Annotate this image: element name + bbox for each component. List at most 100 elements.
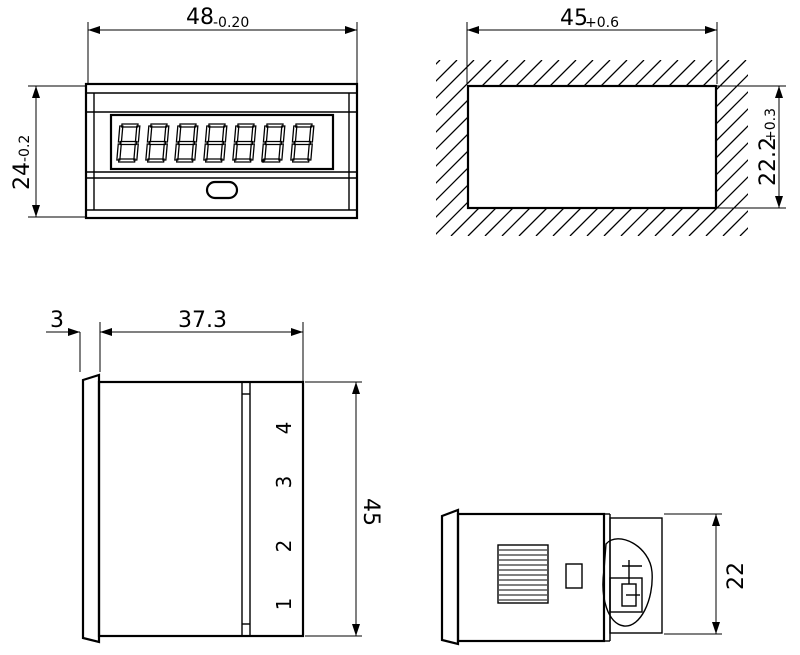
digit-segment <box>221 125 228 143</box>
digit-segment <box>121 123 139 128</box>
arrow-down <box>32 205 40 217</box>
digit-segment <box>174 143 180 161</box>
digit-segment <box>220 143 226 161</box>
arrow-down <box>712 622 720 634</box>
digit-segment <box>150 123 168 128</box>
arrow-down <box>352 624 360 636</box>
hatch-line <box>705 60 748 236</box>
digit-segment <box>208 123 226 128</box>
arrow-down <box>775 196 783 208</box>
terminal-label: 1 <box>272 598 296 611</box>
screw-clamp <box>609 577 643 613</box>
cutout-view: 45 +0.6 22.2 +0.3 <box>436 6 786 236</box>
digit-segment <box>191 143 197 161</box>
digit-segment <box>177 140 196 146</box>
indicator-window <box>565 563 583 589</box>
digit-segment <box>233 125 240 143</box>
display-digit <box>203 123 228 163</box>
side-view: 3 37.3 4 3 2 1 45 <box>46 308 383 644</box>
digit-segment <box>175 158 194 163</box>
digit-segment <box>291 125 298 143</box>
front-width-tolerance: -0.20 <box>213 15 249 31</box>
arrow-left <box>467 26 479 34</box>
digit-segment <box>148 140 167 146</box>
digit-segment <box>307 143 313 161</box>
display-digit <box>261 123 286 163</box>
panel-cutout <box>466 84 718 210</box>
digit-segment <box>163 125 170 143</box>
terminal-label: 2 <box>272 540 296 553</box>
digit-segment <box>145 143 151 161</box>
digit-segment <box>232 143 238 161</box>
digit-segment <box>279 125 286 143</box>
digit-segment <box>266 123 284 128</box>
digit-segment <box>293 140 312 146</box>
digit-segment <box>119 140 138 146</box>
arrow-right <box>705 26 717 34</box>
bezel <box>81 373 101 644</box>
terminal-block <box>609 517 663 634</box>
side-height-value: 45 <box>358 498 383 526</box>
hatch-line <box>436 60 475 236</box>
arrow-up <box>32 86 40 98</box>
digit-segment <box>295 123 313 128</box>
bezel-thickness-value: 3 <box>50 308 64 333</box>
digit-segment <box>250 125 257 143</box>
decimal-point <box>261 159 265 163</box>
side-housing <box>97 380 305 638</box>
digit-segment <box>117 125 124 143</box>
display-digit <box>116 123 141 163</box>
digit-segment <box>262 158 281 163</box>
display-digit <box>145 123 170 163</box>
arrow-up <box>352 382 360 394</box>
digit-segment <box>116 143 122 161</box>
display-digit <box>290 123 315 163</box>
digit-segment <box>291 158 310 163</box>
digit-segment <box>175 125 182 143</box>
front-height-value: 24 <box>10 162 35 190</box>
terminal-label: 3 <box>272 476 296 489</box>
top-view: 22 <box>440 508 749 646</box>
digit-segment <box>179 123 197 128</box>
display-digit <box>174 123 199 163</box>
front-width-value: 48 <box>186 5 214 30</box>
cutout-width-value: 45 <box>560 6 588 31</box>
grille-lines <box>499 549 547 601</box>
front-view: 48 -0.20 24 -0.2 <box>10 5 359 220</box>
digit-segment <box>235 140 254 146</box>
hatch-line <box>688 60 748 236</box>
depth-value: 37.3 <box>178 308 227 333</box>
digit-segment <box>204 158 223 163</box>
top-height-value: 22 <box>724 562 749 590</box>
digit-segment <box>233 158 252 163</box>
digit-segment <box>308 125 315 143</box>
digit-segment <box>262 125 269 143</box>
cutout-width-tolerance: +0.6 <box>585 15 619 31</box>
arrow-left <box>88 26 100 34</box>
digit-segment <box>134 125 141 143</box>
digit-segment <box>133 143 139 161</box>
front-height-tolerance: -0.2 <box>17 135 33 162</box>
digit-segment <box>117 158 136 163</box>
arrow-right <box>345 26 357 34</box>
cutaway-outline <box>602 538 653 627</box>
top-housing <box>456 512 606 643</box>
digit-segment <box>278 143 284 161</box>
reset-button <box>205 180 239 200</box>
cutout-height-value: 22.2 <box>756 137 781 186</box>
digit-segment <box>206 140 225 146</box>
digit-segment <box>146 125 153 143</box>
display-window <box>109 113 335 171</box>
digit-segment <box>162 143 168 161</box>
digit-segment <box>261 143 267 161</box>
arrow-right <box>291 328 303 336</box>
label-grille <box>497 544 549 604</box>
display-digit <box>232 123 257 163</box>
arrow-right <box>68 328 80 336</box>
digit-segment <box>146 158 165 163</box>
digit-segment <box>237 123 255 128</box>
digit-segment <box>192 125 199 143</box>
digit-segment <box>264 140 283 146</box>
arrow-up <box>775 86 783 98</box>
